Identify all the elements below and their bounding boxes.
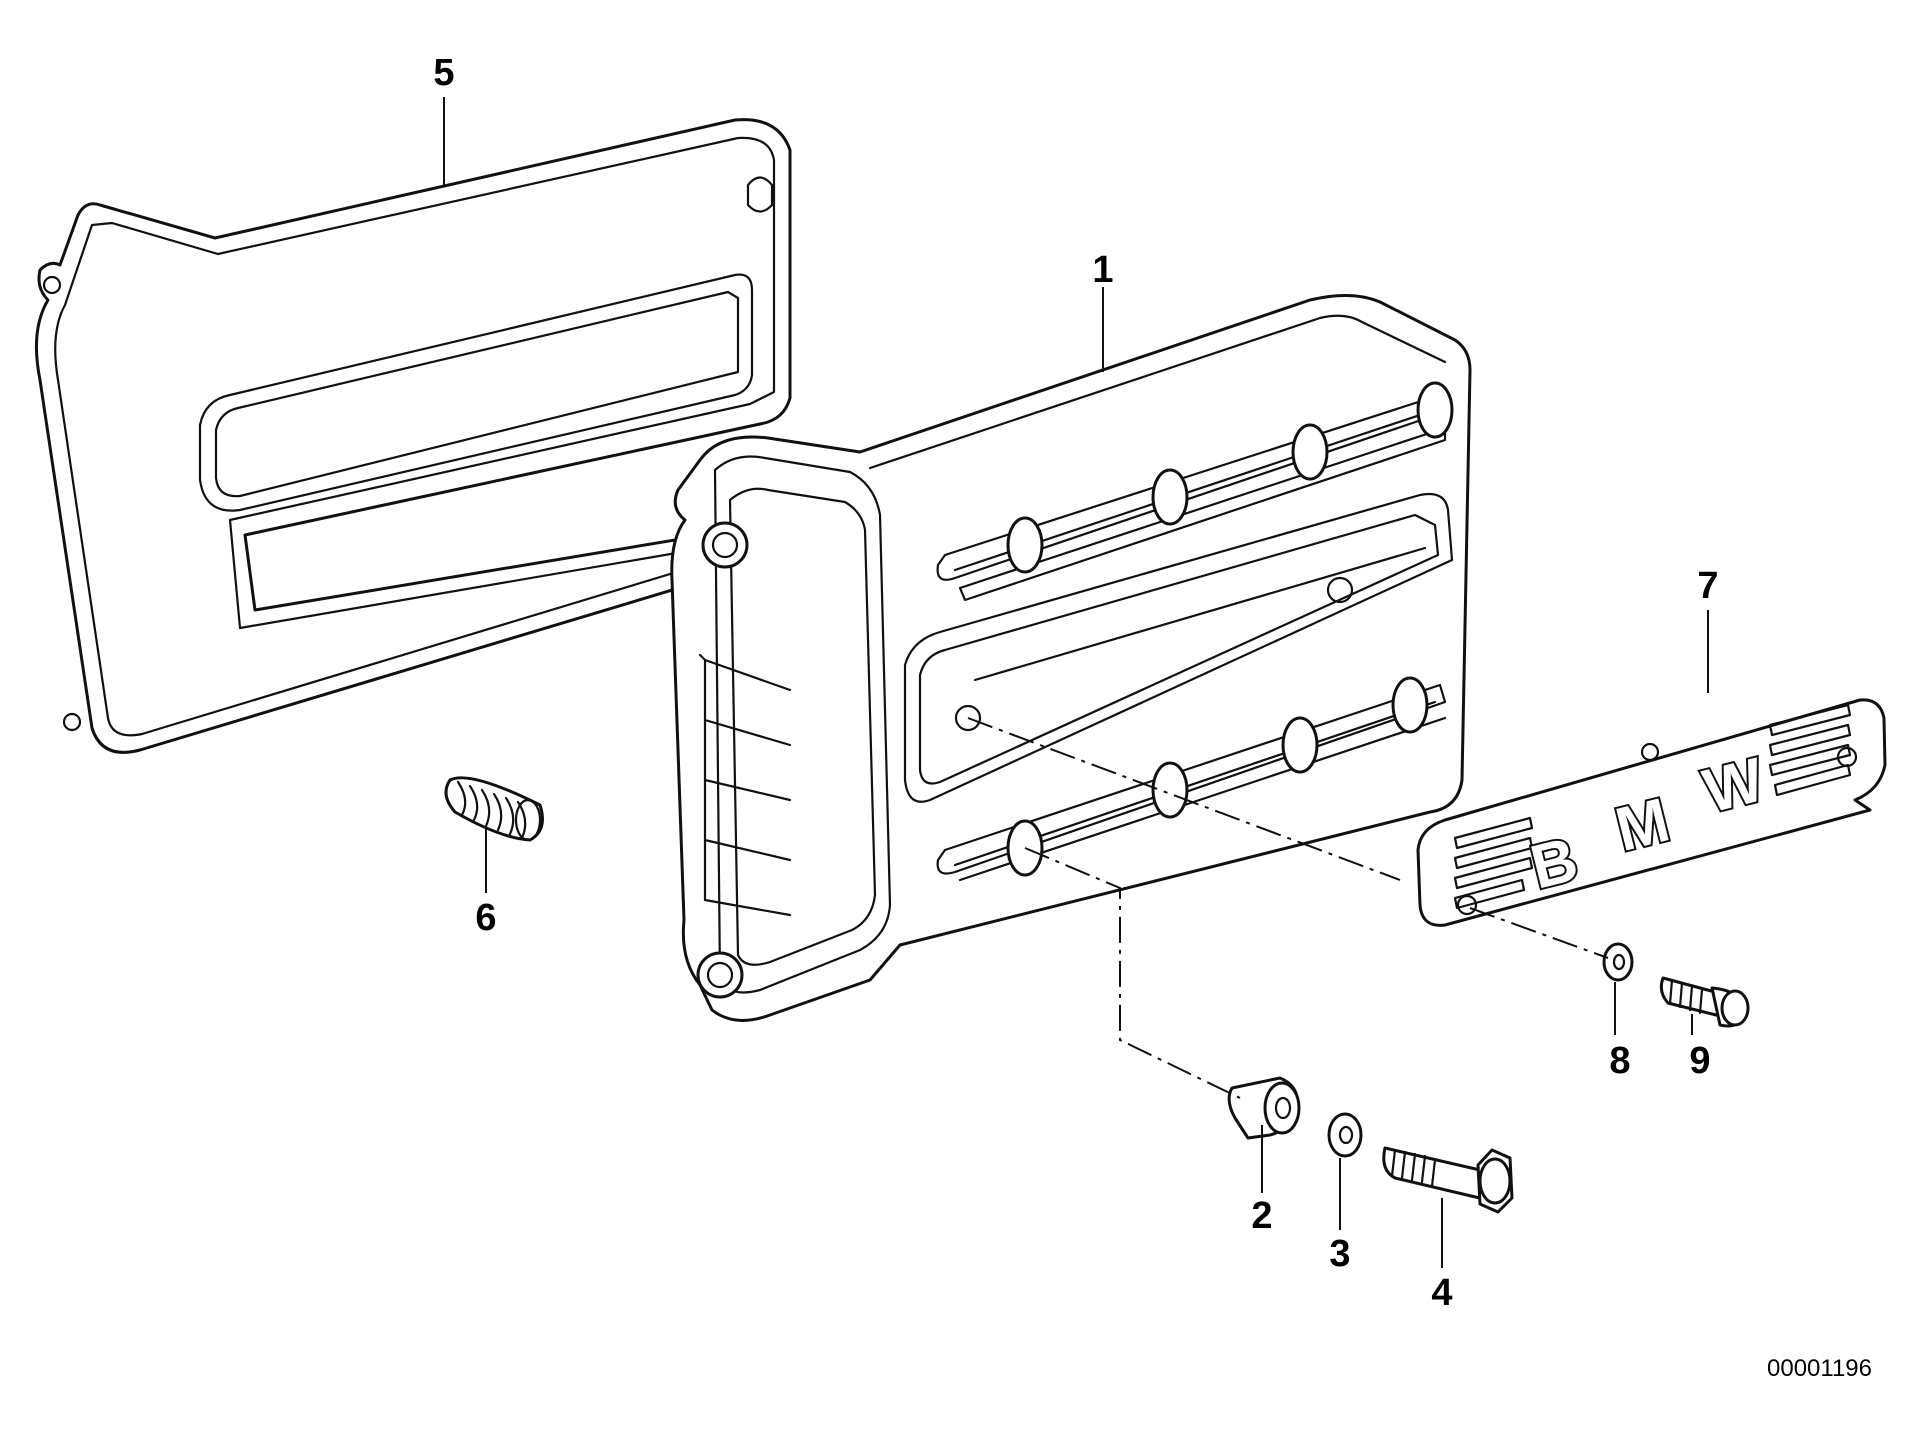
leader-lines bbox=[443, 97, 1709, 1268]
callout-3: 3 bbox=[1329, 1233, 1350, 1275]
spacer-part-2 bbox=[1227, 1076, 1301, 1140]
callout-8: 8 bbox=[1609, 1040, 1630, 1082]
spring-part-6 bbox=[444, 776, 544, 842]
washer-part-3 bbox=[1327, 1112, 1363, 1158]
valve-cover-part-1 bbox=[670, 293, 1472, 1022]
washer-part-8 bbox=[1602, 942, 1634, 982]
callout-5: 5 bbox=[433, 52, 454, 94]
screw-part-9 bbox=[1659, 976, 1750, 1028]
document-number: 00001196 bbox=[1767, 1355, 1872, 1382]
callout-2: 2 bbox=[1251, 1195, 1272, 1237]
emblem-plate-part-7: B M W bbox=[1416, 698, 1887, 927]
bolt-part-4 bbox=[1382, 1146, 1514, 1214]
callout-9: 9 bbox=[1689, 1040, 1710, 1082]
callout-4: 4 bbox=[1431, 1272, 1452, 1314]
callout-1: 1 bbox=[1092, 249, 1113, 291]
assembly-lines bbox=[967, 717, 1609, 1099]
callout-7: 7 bbox=[1697, 565, 1718, 607]
gasket-part-5 bbox=[34, 118, 792, 754]
callout-6: 6 bbox=[475, 897, 496, 939]
